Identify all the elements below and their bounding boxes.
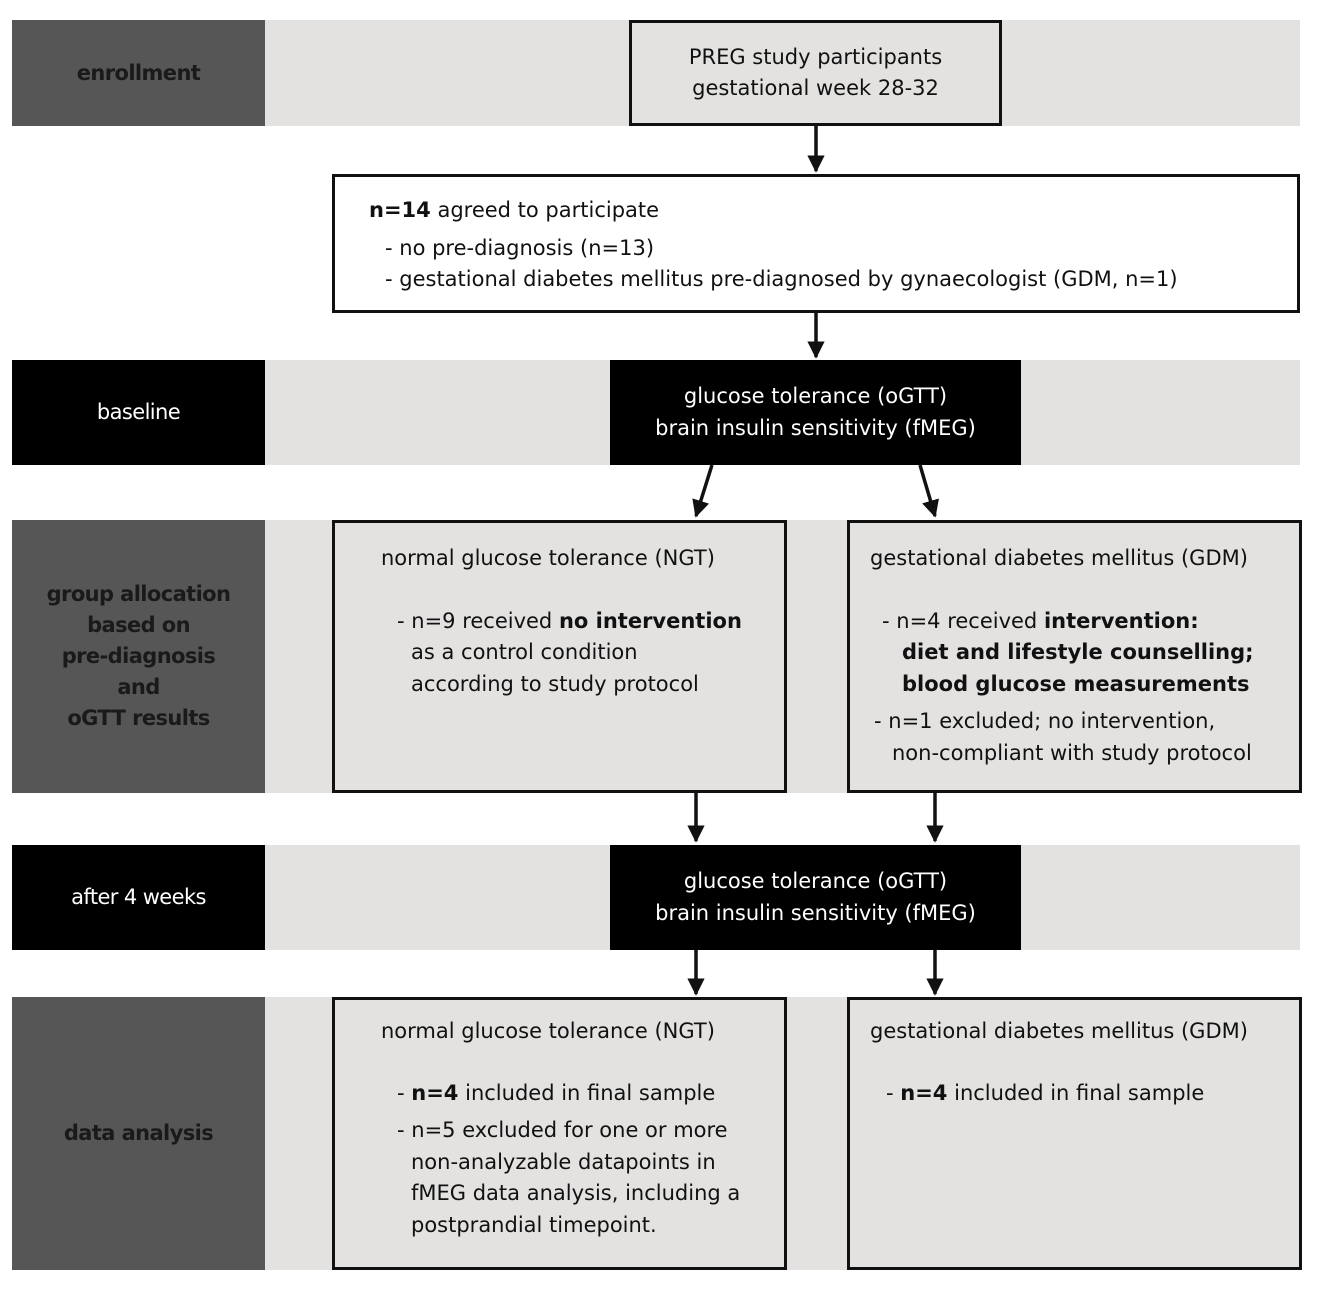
stage-group-allocation-line: group allocation (46, 582, 231, 606)
baseline-measurement-line2: brain insulin sensitivity (fMEG) (655, 415, 976, 440)
ngt-final-title: normal glucose tolerance (NGT) (381, 1019, 715, 1043)
arrow-baseline-to-gdm (918, 464, 939, 518)
enrollment-box-line1: PREG study participants (688, 44, 943, 69)
ngt-final-item1-bold: n=4 (411, 1080, 459, 1105)
participation-box: n=14 agreed to participate - no pre-diag… (332, 174, 1300, 313)
participation-count-bold: n=14 (369, 198, 431, 222)
stage-enrollment: enrollment (12, 20, 265, 126)
gdm-allocation-box: gestational diabetes mellitus (GDM) - n=… (847, 520, 1302, 793)
participation-item-gdm-prediagnosed: - gestational diabetes mellitus pre-diag… (385, 267, 1178, 291)
ngt-final-item1-prefix: - (397, 1080, 412, 1105)
stage-group-allocation-line: oGTT results (67, 706, 210, 730)
ngt-final-item1-rest: included in final sample (458, 1080, 716, 1105)
stage-group-allocation-line: and (117, 675, 160, 699)
stage-enrollment-label: enrollment (76, 60, 201, 85)
ngt-allocation-item: - n=9 received no intervention (381, 606, 784, 638)
gdm-final-item1: - n=4 included in final sample (870, 1078, 1299, 1110)
baseline-measurement-line1: glucose tolerance (oGTT) (683, 384, 948, 408)
followup-measurement-box: glucose tolerance (oGTT) brain insulin s… (610, 845, 1021, 950)
participation-count: n=14 agreed to participate (369, 195, 1297, 227)
gdm-allocation-title: gestational diabetes mellitus (GDM) (870, 546, 1248, 570)
enrollment-box: PREG study participants gestational week… (629, 20, 1002, 126)
followup-measurement-line1: glucose tolerance (oGTT) (683, 869, 948, 893)
stage-data-analysis-label: data analysis (63, 1121, 214, 1145)
stage-group-allocation: group allocation based on pre-diagnosis … (12, 520, 265, 793)
ngt-final-item2-cont: non-analyzable datapoints in (411, 1149, 716, 1174)
stage-baseline-label: baseline (96, 400, 181, 424)
gdm-allocation-item2-cont: non-compliant with study protocol (892, 740, 1252, 765)
participation-count-rest: agreed to participate (430, 198, 660, 222)
ngt-allocation-item-prefix: - n=9 received (397, 608, 559, 633)
followup-measurement-line2: brain insulin sensitivity (fMEG) (655, 900, 976, 925)
gdm-final-title: gestational diabetes mellitus (GDM) (870, 1019, 1248, 1043)
gdm-final-box: gestational diabetes mellitus (GDM) - n=… (847, 997, 1302, 1270)
gdm-allocation-item1-prefix: - n=4 received (882, 608, 1044, 633)
gdm-allocation-item1: - n=4 received intervention: (870, 606, 1299, 638)
ngt-final-box: normal glucose tolerance (NGT) - n=4 inc… (332, 997, 787, 1270)
gdm-final-item1-rest: included in final sample (947, 1080, 1205, 1105)
ngt-final-item1: - n=4 included in final sample (381, 1078, 784, 1110)
ngt-final-item2-cont: postprandial timepoint. (411, 1212, 657, 1237)
stage-after-4-weeks-label: after 4 weeks (71, 885, 206, 909)
stage-data-analysis: data analysis (12, 997, 265, 1270)
gdm-allocation-item1-bold: intervention: (1043, 608, 1199, 633)
arrow-baseline-to-ngt (692, 464, 714, 518)
stage-group-allocation-line: based on (87, 613, 190, 637)
ngt-allocation-item-bold: no intervention (558, 608, 742, 633)
gdm-allocation-item2: - n=1 excluded; no intervention, (874, 709, 1216, 733)
participation-item-no-prediagnosis: - no pre-diagnosis (n=13) (385, 235, 655, 260)
gdm-final-item1-prefix: - (886, 1080, 901, 1105)
baseline-measurement-box: glucose tolerance (oGTT) brain insulin s… (610, 360, 1021, 465)
enrollment-box-line2: gestational week 28-32 (692, 76, 939, 100)
ngt-allocation-cont2: according to study protocol (411, 671, 699, 696)
stage-after-4-weeks: after 4 weeks (12, 845, 265, 950)
ngt-final-item2: - n=5 excluded for one or more (397, 1118, 728, 1142)
ngt-allocation-cont1: as a control condition (411, 640, 638, 664)
gdm-final-item1-bold: n=4 (900, 1080, 948, 1105)
stage-baseline: baseline (12, 360, 265, 465)
ngt-allocation-title: normal glucose tolerance (NGT) (381, 546, 715, 570)
gdm-allocation-item1-bold3: blood glucose measurements (902, 671, 1250, 696)
gdm-allocation-item1-bold2: diet and lifestyle counselling; (902, 640, 1254, 664)
stage-group-allocation-line: pre-diagnosis (61, 644, 216, 668)
ngt-allocation-box: normal glucose tolerance (NGT) - n=9 rec… (332, 520, 787, 793)
ngt-final-item2-cont: fMEG data analysis, including a (411, 1181, 741, 1205)
